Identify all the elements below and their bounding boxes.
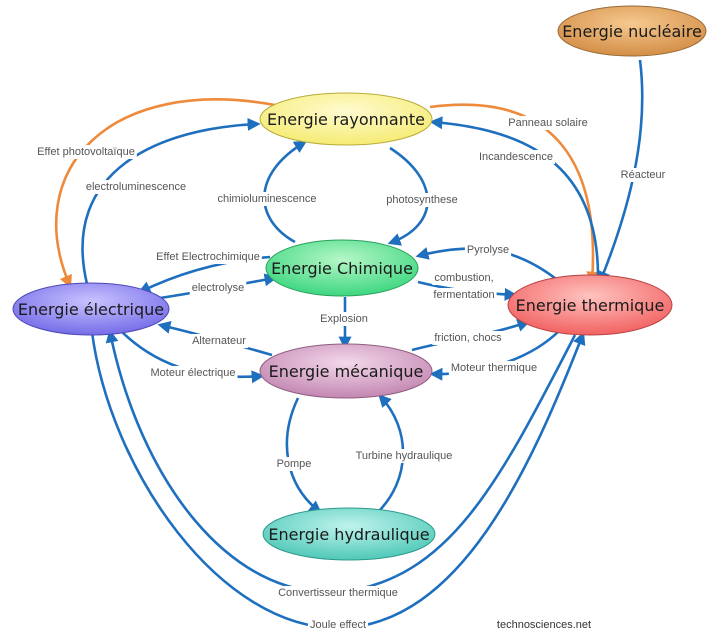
edge-label-backing <box>215 192 319 206</box>
arrow-incandescence <box>429 116 600 283</box>
label-electroluminescence: electroluminescence <box>86 181 186 193</box>
label-fermentation: fermentation <box>433 289 494 301</box>
label-panneau-solaire: Panneau solaire <box>508 117 588 129</box>
arrow-photovoltaic <box>54 98 276 289</box>
edge-label-backing <box>384 193 460 207</box>
edge-label-backing <box>618 168 668 182</box>
label-explosion: Explosion <box>320 313 368 325</box>
node-thermique-label: Energie thermique <box>516 296 665 315</box>
label-incandescence: Incandescence <box>479 151 553 163</box>
edge-label-backing <box>190 334 249 348</box>
label-photosynthese: photosynthese <box>386 194 458 206</box>
label-effet-electrochimique: Effet Electrochimique <box>156 251 260 263</box>
node-chimique-label: Energie Chimique <box>271 259 413 278</box>
edge-label-backing <box>318 312 370 326</box>
node-nucleaire-label: Energie nucléaire <box>562 22 702 41</box>
node-rayonnante-label: Energie rayonnante <box>267 110 425 129</box>
edge-label-backing <box>464 243 512 257</box>
edge-label-backing <box>506 116 590 130</box>
edge-label-backing <box>274 457 314 471</box>
label-moteur-electrique: Moteur électrique <box>151 367 236 379</box>
label-convertisseur-thermique: Convertisseur thermique <box>278 587 398 599</box>
label-reacteur: Réacteur <box>621 169 666 181</box>
edge-label-backing <box>353 449 455 463</box>
label-chimioluminescence: chimioluminescence <box>217 193 316 205</box>
edge-label-backing <box>432 271 496 285</box>
label-pompe: Pompe <box>277 458 312 470</box>
arrow-electroluminescence <box>81 117 261 285</box>
edge-label-backing <box>431 288 497 302</box>
node-hydraulique-label: Energie hydraulique <box>268 525 429 544</box>
node-mecanique[interactable]: Energie mécanique <box>259 343 433 399</box>
label-pyrolyse: Pyrolyse <box>467 244 509 256</box>
edge-label-backing <box>35 145 137 159</box>
node-chimique[interactable]: Energie Chimique <box>265 239 419 297</box>
label-turbine-hydraulique: Turbine hydraulique <box>356 450 453 462</box>
node-thermique[interactable]: Energie thermique <box>507 274 673 336</box>
edge-label-backing <box>83 180 189 194</box>
node-mecanique-label: Energie mécanique <box>269 362 424 381</box>
node-rayonnante[interactable]: Energie rayonnante <box>259 92 433 146</box>
label-combustion: combustion, <box>434 272 493 284</box>
edge-label-backing <box>154 250 262 264</box>
edge-label-backing <box>148 366 238 380</box>
node-electrique[interactable]: Energie électrique <box>12 282 170 336</box>
edge-label-backing <box>276 586 400 600</box>
edge-label-backing <box>189 281 247 295</box>
edge-label-backing <box>448 361 540 375</box>
label-effet-photovoltaique: Effet photovoltaïque <box>37 146 135 158</box>
arrow-pump <box>285 397 323 514</box>
arrow-solar-panel <box>429 103 600 285</box>
edge-label-backing <box>432 331 505 345</box>
node-hydraulique[interactable]: Energie hydraulique <box>262 507 436 561</box>
node-electrique-label: Energie électrique <box>18 300 164 319</box>
credit-text: technosciences.net <box>497 619 591 631</box>
label-joule-effect: Joule effect <box>310 619 366 631</box>
edge-label-backing <box>477 150 555 164</box>
label-alternateur: Alternateur <box>192 335 246 347</box>
node-nucleaire[interactable]: Energie nucléaire <box>557 5 707 57</box>
label-electrolyse: electrolyse <box>192 282 245 294</box>
label-moteur-thermique: Moteur thermique <box>451 362 537 374</box>
label-friction-chocs: friction, chocs <box>434 332 502 344</box>
edge-label-backing <box>307 618 369 632</box>
